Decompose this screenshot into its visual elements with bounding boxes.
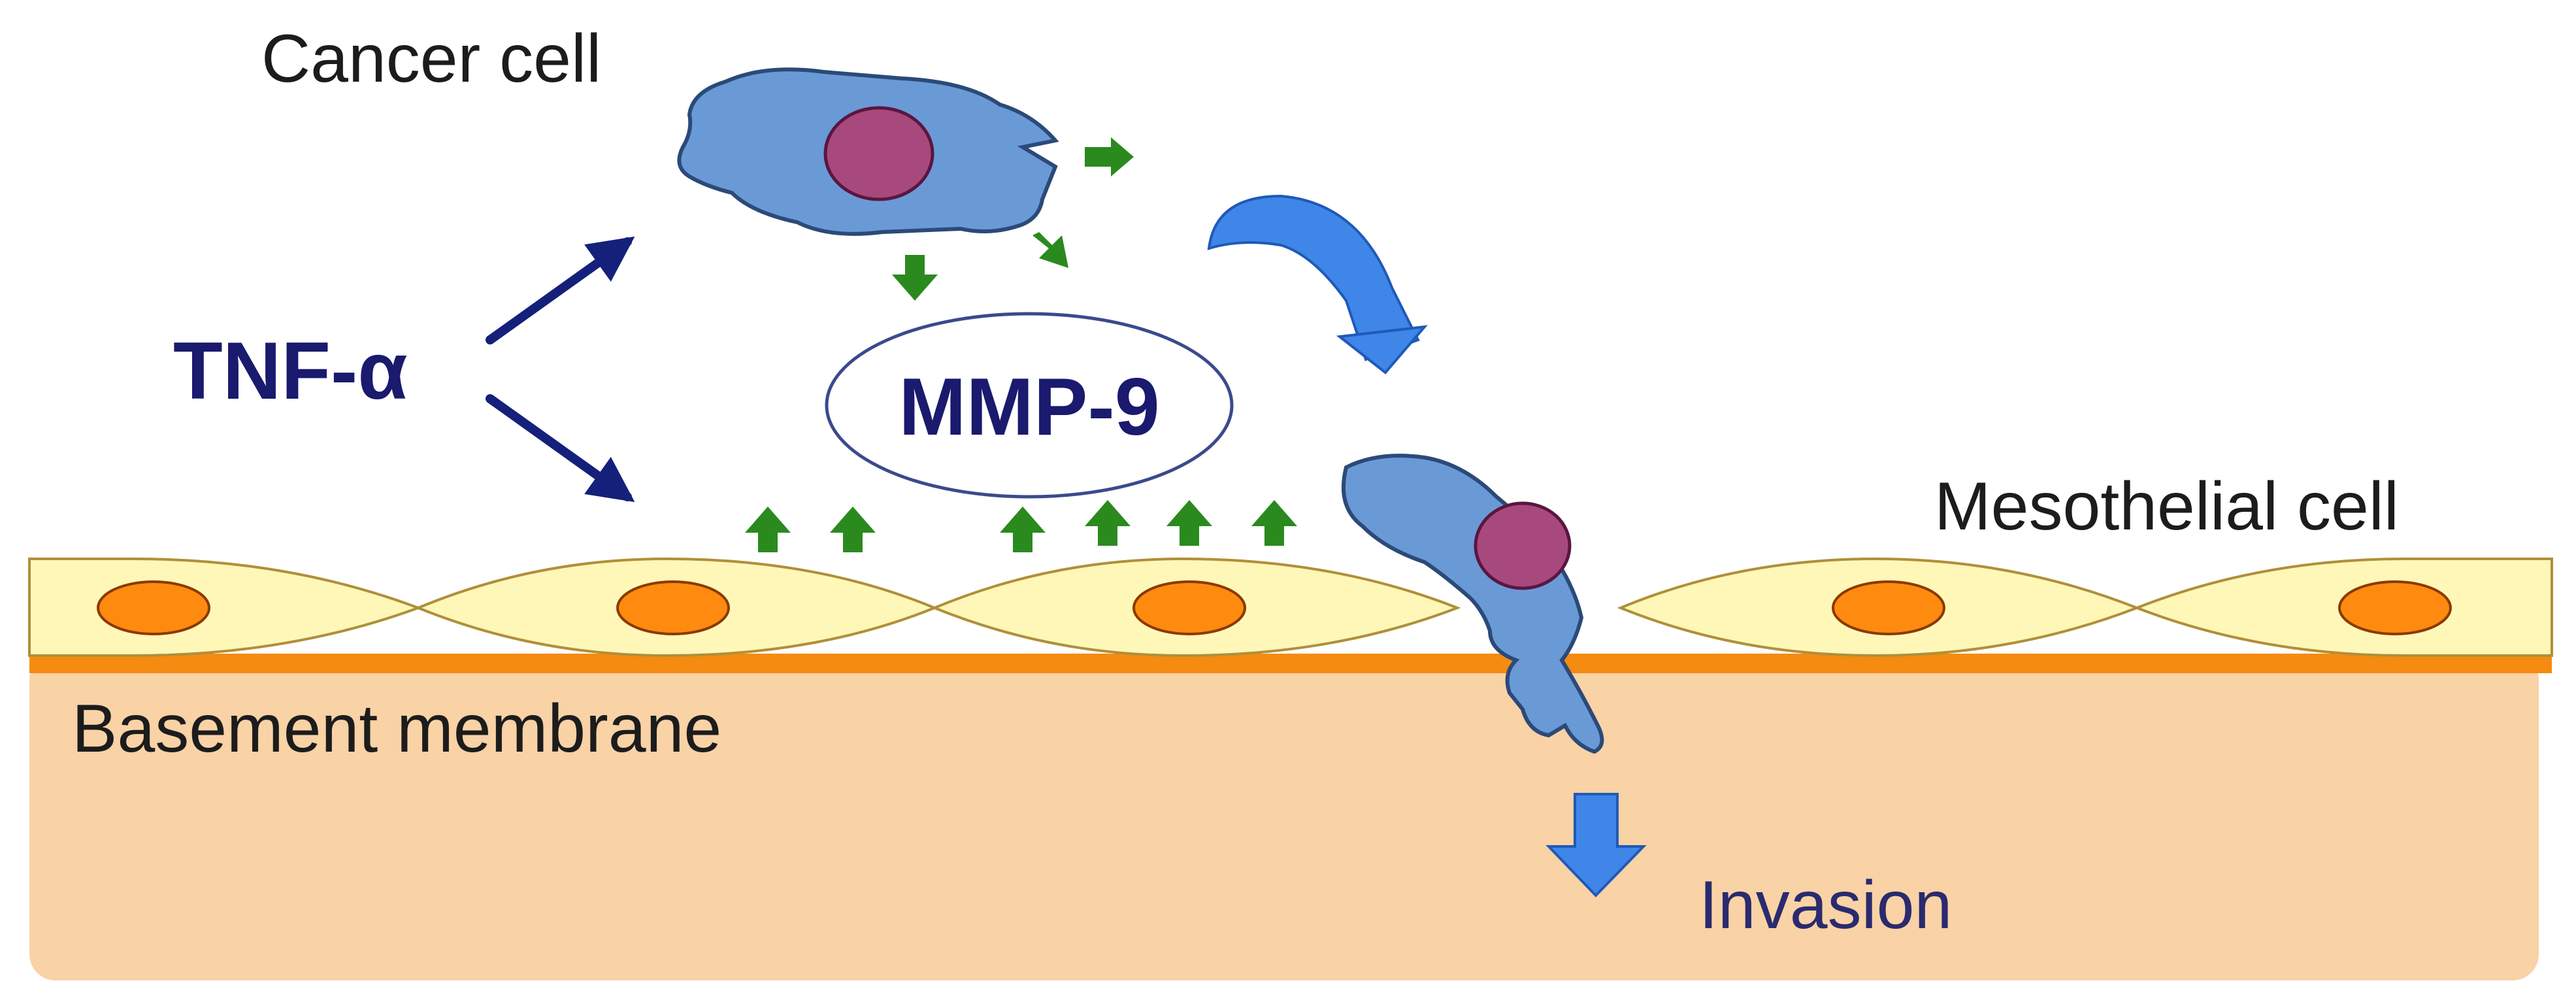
mesothelial-nucleus xyxy=(616,580,730,635)
mmp9-label: MMP-9 xyxy=(899,362,1160,452)
green-arrow-icon xyxy=(1085,500,1131,546)
cancer-cell-body xyxy=(1341,454,1604,754)
cancer-cell-top xyxy=(677,67,1059,236)
cancer-cell-nucleus xyxy=(1474,501,1572,590)
green-arrow-icon xyxy=(892,255,938,301)
green-arrow-icon xyxy=(1000,507,1046,552)
basement-membrane-label: Basement membrane xyxy=(72,691,721,767)
mesothelial-nucleus xyxy=(1132,580,1246,635)
curved-movement-arrow xyxy=(1207,194,1420,361)
invasion-down-arrow xyxy=(1545,793,1647,897)
mesothelial-layer xyxy=(28,557,2553,658)
tnf-alpha-label: TNF-α xyxy=(173,326,408,416)
mesothelial-nucleus xyxy=(1832,580,1945,635)
mesothelial-secretion-arrows xyxy=(745,500,1297,552)
tnf-arrow-to-mesothelium xyxy=(486,394,635,503)
cancer-cell-label: Cancer cell xyxy=(261,21,601,97)
curved-movement-arrowhead xyxy=(1336,325,1428,375)
mesothelial-nucleus xyxy=(2338,580,2452,635)
green-arrow-icon xyxy=(1251,500,1297,546)
mesothelial-cell-label: Mesothelial cell xyxy=(1934,469,2399,544)
cancer-cell-secretion-arrows xyxy=(892,137,1134,301)
submesothelial-tissue xyxy=(29,654,2539,980)
green-arrow-icon xyxy=(1085,137,1134,176)
tnf-arrow-to-cancer-cell xyxy=(486,236,635,344)
cancer-cell-invading xyxy=(1341,454,1604,754)
mmp9-ellipse xyxy=(825,312,1234,499)
green-arrow-icon xyxy=(1166,500,1212,546)
green-arrow-icon xyxy=(830,507,876,552)
invasion-label: Invasion xyxy=(1699,867,1952,943)
basement-membrane-line xyxy=(29,654,2552,673)
mesothelial-nucleus xyxy=(97,580,210,635)
green-arrow-icon xyxy=(1032,232,1068,268)
green-arrow-icon xyxy=(745,507,791,552)
mesothelial-cell xyxy=(28,558,422,657)
cancer-cell-nucleus xyxy=(823,106,934,201)
